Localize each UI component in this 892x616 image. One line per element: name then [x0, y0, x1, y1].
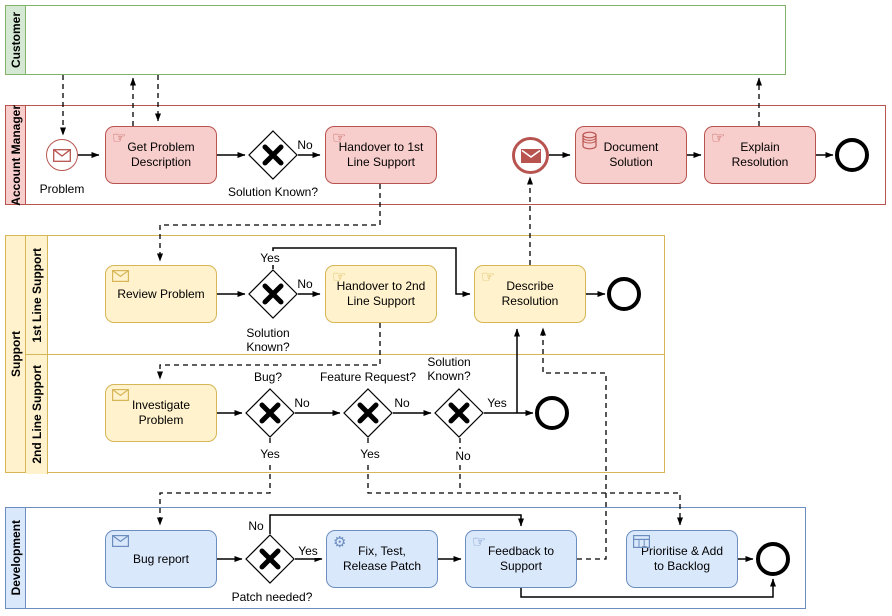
task-bug-report[interactable]: Bug report [105, 530, 217, 588]
lane-2nd-line-support: 2nd Line Support [26, 354, 664, 474]
lane-customer: Customer [5, 5, 786, 75]
task-document-solution[interactable]: Document Solution [575, 126, 687, 184]
message-feedback-to-describe [540, 327, 607, 560]
flow-label-bug-yes: Yes [258, 447, 282, 461]
gateway-label-am-solution-known: Solution Known? [225, 185, 321, 199]
message-handover2-to-investigate [157, 323, 381, 380]
end-event-1st-line[interactable] [607, 277, 641, 311]
task-label: Explain Resolution [731, 140, 789, 169]
lane-account-manager-header[interactable]: Account Manager [6, 105, 26, 205]
flow-label-sk2-no: No [453, 449, 473, 463]
service-task-gear-icon: ⚙ [333, 534, 347, 551]
end-event-development[interactable] [756, 542, 790, 576]
task-label: Feedback to Support [487, 544, 555, 573]
flow-label-bug-no: No [292, 396, 312, 410]
gateway-l2-solution-known[interactable] [434, 388, 484, 438]
flow-label-l1-no: No [295, 277, 315, 291]
gateway-bug[interactable] [245, 388, 295, 438]
message-icon [53, 148, 71, 162]
message-task-icon [112, 389, 130, 403]
task-label: Review Problem [117, 286, 205, 301]
task-label: Fix, Test, Release Patch [342, 544, 422, 573]
task-feedback-to-support[interactable]: ☞ Feedback to Support [465, 530, 577, 588]
start-event-label: Problem [39, 182, 85, 196]
data-store-icon [582, 131, 597, 152]
lane-1st-line-support: 1st Line Support [26, 236, 664, 354]
gateway-label-bug: Bug? [251, 370, 285, 384]
task-label: Investigate Problem [131, 398, 191, 427]
flow-label-am-no: No [295, 138, 315, 152]
lane-development-header[interactable]: Development [6, 508, 26, 608]
flow-label-l1-yes: Yes [258, 251, 282, 265]
gateway-l1-solution-known[interactable] [248, 269, 298, 319]
manual-task-icon: ☞ [112, 130, 127, 147]
message-handover1-to-review [157, 184, 381, 262]
exclusive-gateway-icon [248, 269, 298, 319]
exclusive-gateway-icon [343, 388, 393, 438]
flow-patch-no-to-feedback [269, 514, 524, 534]
task-label: Bug report [132, 551, 190, 566]
exclusive-gateway-icon [248, 130, 298, 180]
message-task-icon [112, 270, 130, 284]
flow-label-sk2-yes: Yes [485, 396, 509, 410]
task-get-problem-description[interactable]: ☞ Get Problem Description [105, 126, 217, 184]
task-review-problem[interactable]: Review Problem [105, 265, 217, 323]
task-prioritise-add-to-backlog[interactable]: Prioritise & Add to Backlog [626, 530, 738, 588]
task-explain-resolution[interactable]: ☞ Explain Resolution [704, 126, 816, 184]
gateway-label-l2-solution-known: Solution Known? [417, 355, 481, 383]
flow-label-fr-no: No [392, 396, 412, 410]
task-label: Describe Resolution [501, 279, 559, 308]
flow-label-patch-no: No [246, 519, 266, 533]
task-label: Document Solution [603, 140, 659, 169]
exclusive-gateway-icon [245, 388, 295, 438]
end-event-2nd-line[interactable] [535, 396, 569, 430]
end-event-account-manager[interactable] [835, 138, 869, 172]
manual-task-icon: ☞ [332, 269, 347, 286]
message-task-icon [112, 535, 130, 549]
task-label: Prioritise & Add to Backlog [640, 544, 724, 573]
task-investigate-problem[interactable]: Investigate Problem [105, 384, 217, 442]
task-label: Handover to 1st Line Support [338, 140, 424, 169]
exclusive-gateway-icon [245, 534, 295, 584]
filled-message-icon [520, 148, 541, 163]
gateway-label-patch-needed: Patch needed? [229, 590, 315, 604]
task-handover-to-1st-line[interactable]: ☞ Handover to 1st Line Support [325, 126, 437, 184]
manual-task-icon: ☞ [481, 269, 496, 286]
exclusive-gateway-icon [434, 388, 484, 438]
flow-label-fr-yes: Yes [358, 447, 382, 461]
task-describe-resolution[interactable]: ☞ Describe Resolution [474, 265, 586, 323]
message-feature-yes-to-prioritise [367, 438, 683, 526]
gateway-feature-request[interactable] [343, 388, 393, 438]
flow-label-patch-yes: Yes [296, 544, 320, 558]
business-rule-table-icon [633, 535, 651, 550]
flow-feedback-to-dev-end [520, 578, 776, 598]
start-event-problem[interactable] [46, 139, 78, 171]
lane-2nd-line-support-header[interactable]: 2nd Line Support [26, 355, 48, 474]
lane-1st-line-support-header[interactable]: 1st Line Support [26, 236, 48, 354]
manual-task-icon: ☞ [332, 130, 347, 147]
manual-task-icon: ☞ [472, 534, 487, 551]
task-handover-to-2nd-line[interactable]: ☞ Handover to 2nd Line Support [325, 265, 437, 323]
gateway-label-feature-request: Feature Request? [317, 370, 419, 384]
lane-customer-header[interactable]: Customer [6, 6, 26, 74]
gateway-am-solution-known[interactable] [248, 130, 298, 180]
manual-task-icon: ☞ [711, 130, 726, 147]
message-catch-event[interactable] [512, 137, 549, 174]
task-label: Get Problem Description [127, 140, 195, 169]
message-bug-yes-to-bugreport [157, 438, 271, 526]
task-label: Handover to 2nd Line Support [336, 279, 426, 308]
task-fix-test-release-patch[interactable]: ⚙ Fix, Test, Release Patch [326, 530, 438, 588]
gateway-label-l1-solution-known: Solution Known? [246, 326, 290, 354]
lane-support-header[interactable]: Support [6, 236, 26, 472]
gateway-patch-needed[interactable] [245, 534, 295, 584]
